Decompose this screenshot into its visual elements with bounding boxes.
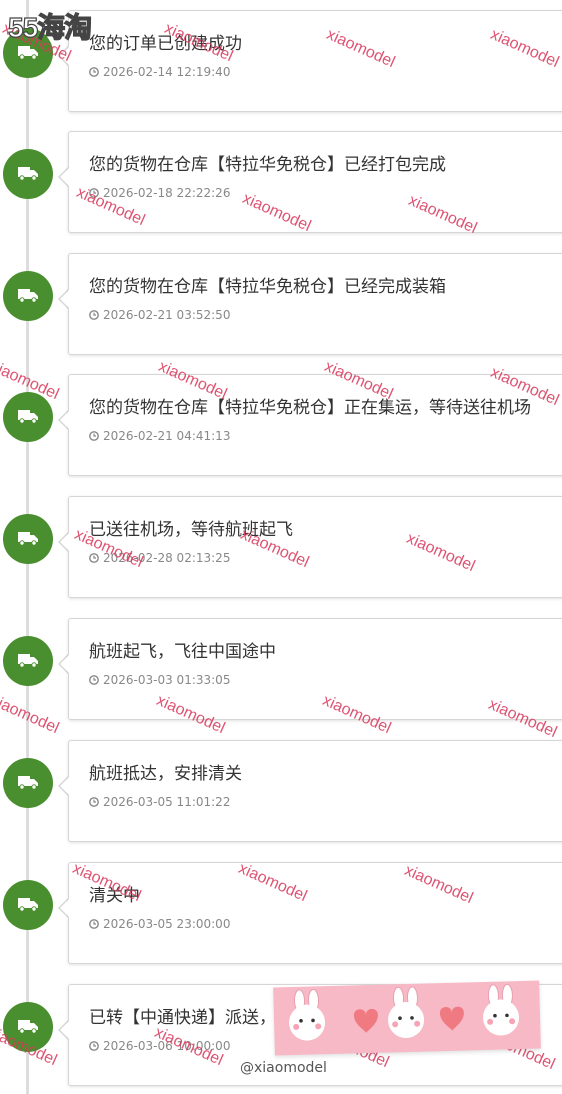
timeline-event: 清关中 2026-03-05 23:00:00 bbox=[0, 862, 562, 964]
truck-icon bbox=[3, 514, 53, 564]
event-title: 航班抵达，安排清关 bbox=[89, 764, 242, 784]
clock-icon bbox=[89, 310, 99, 320]
clock-icon bbox=[89, 1041, 99, 1051]
bunny-icon bbox=[483, 983, 520, 1036]
clock-icon bbox=[89, 919, 99, 929]
event-time-row: 2026-02-28 02:13:25 bbox=[89, 551, 230, 565]
event-title: 您的货物在仓库【特拉华免税仓】已经打包完成 bbox=[89, 155, 446, 175]
event-title: 航班起飞，飞往中国途中 bbox=[89, 642, 276, 662]
event-card: 您的订单已创建成功 2026-02-14 12:19:40 bbox=[68, 10, 562, 112]
bunny-icon bbox=[289, 988, 326, 1041]
timeline-event: 您的货物在仓库【特拉华免税仓】已经打包完成 2026-02-18 22:22:2… bbox=[0, 131, 562, 233]
event-card: 清关中 2026-03-05 23:00:00 bbox=[68, 862, 562, 964]
event-time-row: 2026-02-21 03:52:50 bbox=[89, 308, 230, 322]
event-time: 2026-02-21 04:41:13 bbox=[103, 429, 231, 443]
event-title: 您的订单已创建成功 bbox=[89, 34, 242, 54]
timeline-event: 您的订单已创建成功 2026-02-14 12:19:40 bbox=[0, 10, 562, 112]
event-card: 您的货物在仓库【特拉华免税仓】已经完成装箱 2026-02-21 03:52:5… bbox=[68, 253, 562, 355]
event-time-row: 2026-03-05 23:00:00 bbox=[89, 917, 230, 931]
event-title: 您的货物在仓库【特拉华免税仓】已经完成装箱 bbox=[89, 277, 446, 297]
event-title: 已转【中通快递】派送， bbox=[89, 1008, 276, 1028]
clock-icon bbox=[89, 553, 99, 563]
event-time: 2026-03-03 01:33:05 bbox=[103, 673, 231, 687]
event-time: 2026-02-21 03:52:50 bbox=[103, 308, 231, 322]
event-card: 航班起飞，飞往中国途中 2026-03-03 01:33:05 bbox=[68, 618, 562, 720]
timeline-event: 您的货物在仓库【特拉华免税仓】正在集运，等待送往机场 2026-02-21 04… bbox=[0, 374, 562, 476]
event-time: 2026-03-05 23:00:00 bbox=[103, 917, 231, 931]
site-logo: 55海淘 bbox=[7, 11, 92, 43]
truck-icon bbox=[3, 758, 53, 808]
heart-icon bbox=[439, 1006, 464, 1031]
clock-icon bbox=[89, 431, 99, 441]
truck-icon bbox=[3, 1002, 53, 1052]
event-time-row: 2026-02-14 12:19:40 bbox=[89, 65, 230, 79]
event-card: 航班抵达，安排清关 2026-03-05 11:01:22 bbox=[68, 740, 562, 842]
clock-icon bbox=[89, 188, 99, 198]
timeline-event: 航班抵达，安排清关 2026-03-05 11:01:22 bbox=[0, 740, 562, 842]
event-time: 2026-02-18 22:22:26 bbox=[103, 186, 231, 200]
event-time: 2026-03-06 10:00:00 bbox=[103, 1039, 231, 1053]
bunny-sticker bbox=[273, 980, 541, 1056]
event-card: 已送往机场，等待航班起飞 2026-02-28 02:13:25 bbox=[68, 496, 562, 598]
truck-icon bbox=[3, 880, 53, 930]
event-card: 您的货物在仓库【特拉华免税仓】正在集运，等待送往机场 2026-02-21 04… bbox=[68, 374, 562, 476]
event-time-row: 2026-03-06 10:00:00 bbox=[89, 1039, 230, 1053]
event-time: 2026-02-14 12:19:40 bbox=[103, 65, 231, 79]
event-card: 您的货物在仓库【特拉华免税仓】已经打包完成 2026-02-18 22:22:2… bbox=[68, 131, 562, 233]
truck-icon bbox=[3, 636, 53, 686]
event-time-row: 2026-03-03 01:33:05 bbox=[89, 673, 230, 687]
event-title: 清关中 bbox=[89, 886, 140, 906]
clock-icon bbox=[89, 797, 99, 807]
truck-icon bbox=[3, 28, 53, 78]
timeline-event: 航班起飞，飞往中国途中 2026-03-03 01:33:05 bbox=[0, 618, 562, 720]
clock-icon bbox=[89, 67, 99, 77]
watermark-signature: @xiaomodel bbox=[240, 1060, 327, 1076]
event-title: 您的货物在仓库【特拉华免税仓】正在集运，等待送往机场 bbox=[89, 398, 531, 418]
truck-icon bbox=[3, 149, 53, 199]
truck-icon bbox=[3, 271, 53, 321]
event-time-row: 2026-02-21 04:41:13 bbox=[89, 429, 230, 443]
bunny-icon bbox=[388, 986, 425, 1039]
event-time: 2026-02-28 02:13:25 bbox=[103, 551, 231, 565]
timeline-event: 您的货物在仓库【特拉华免税仓】已经完成装箱 2026-02-21 03:52:5… bbox=[0, 253, 562, 355]
heart-icon bbox=[353, 1008, 378, 1034]
truck-icon bbox=[3, 392, 53, 442]
clock-icon bbox=[89, 675, 99, 685]
event-time-row: 2026-03-05 11:01:22 bbox=[89, 795, 230, 809]
timeline-event: 已送往机场，等待航班起飞 2026-02-28 02:13:25 bbox=[0, 496, 562, 598]
event-title: 已送往机场，等待航班起飞 bbox=[89, 520, 293, 540]
event-time: 2026-03-05 11:01:22 bbox=[103, 795, 231, 809]
event-time-row: 2026-02-18 22:22:26 bbox=[89, 186, 230, 200]
